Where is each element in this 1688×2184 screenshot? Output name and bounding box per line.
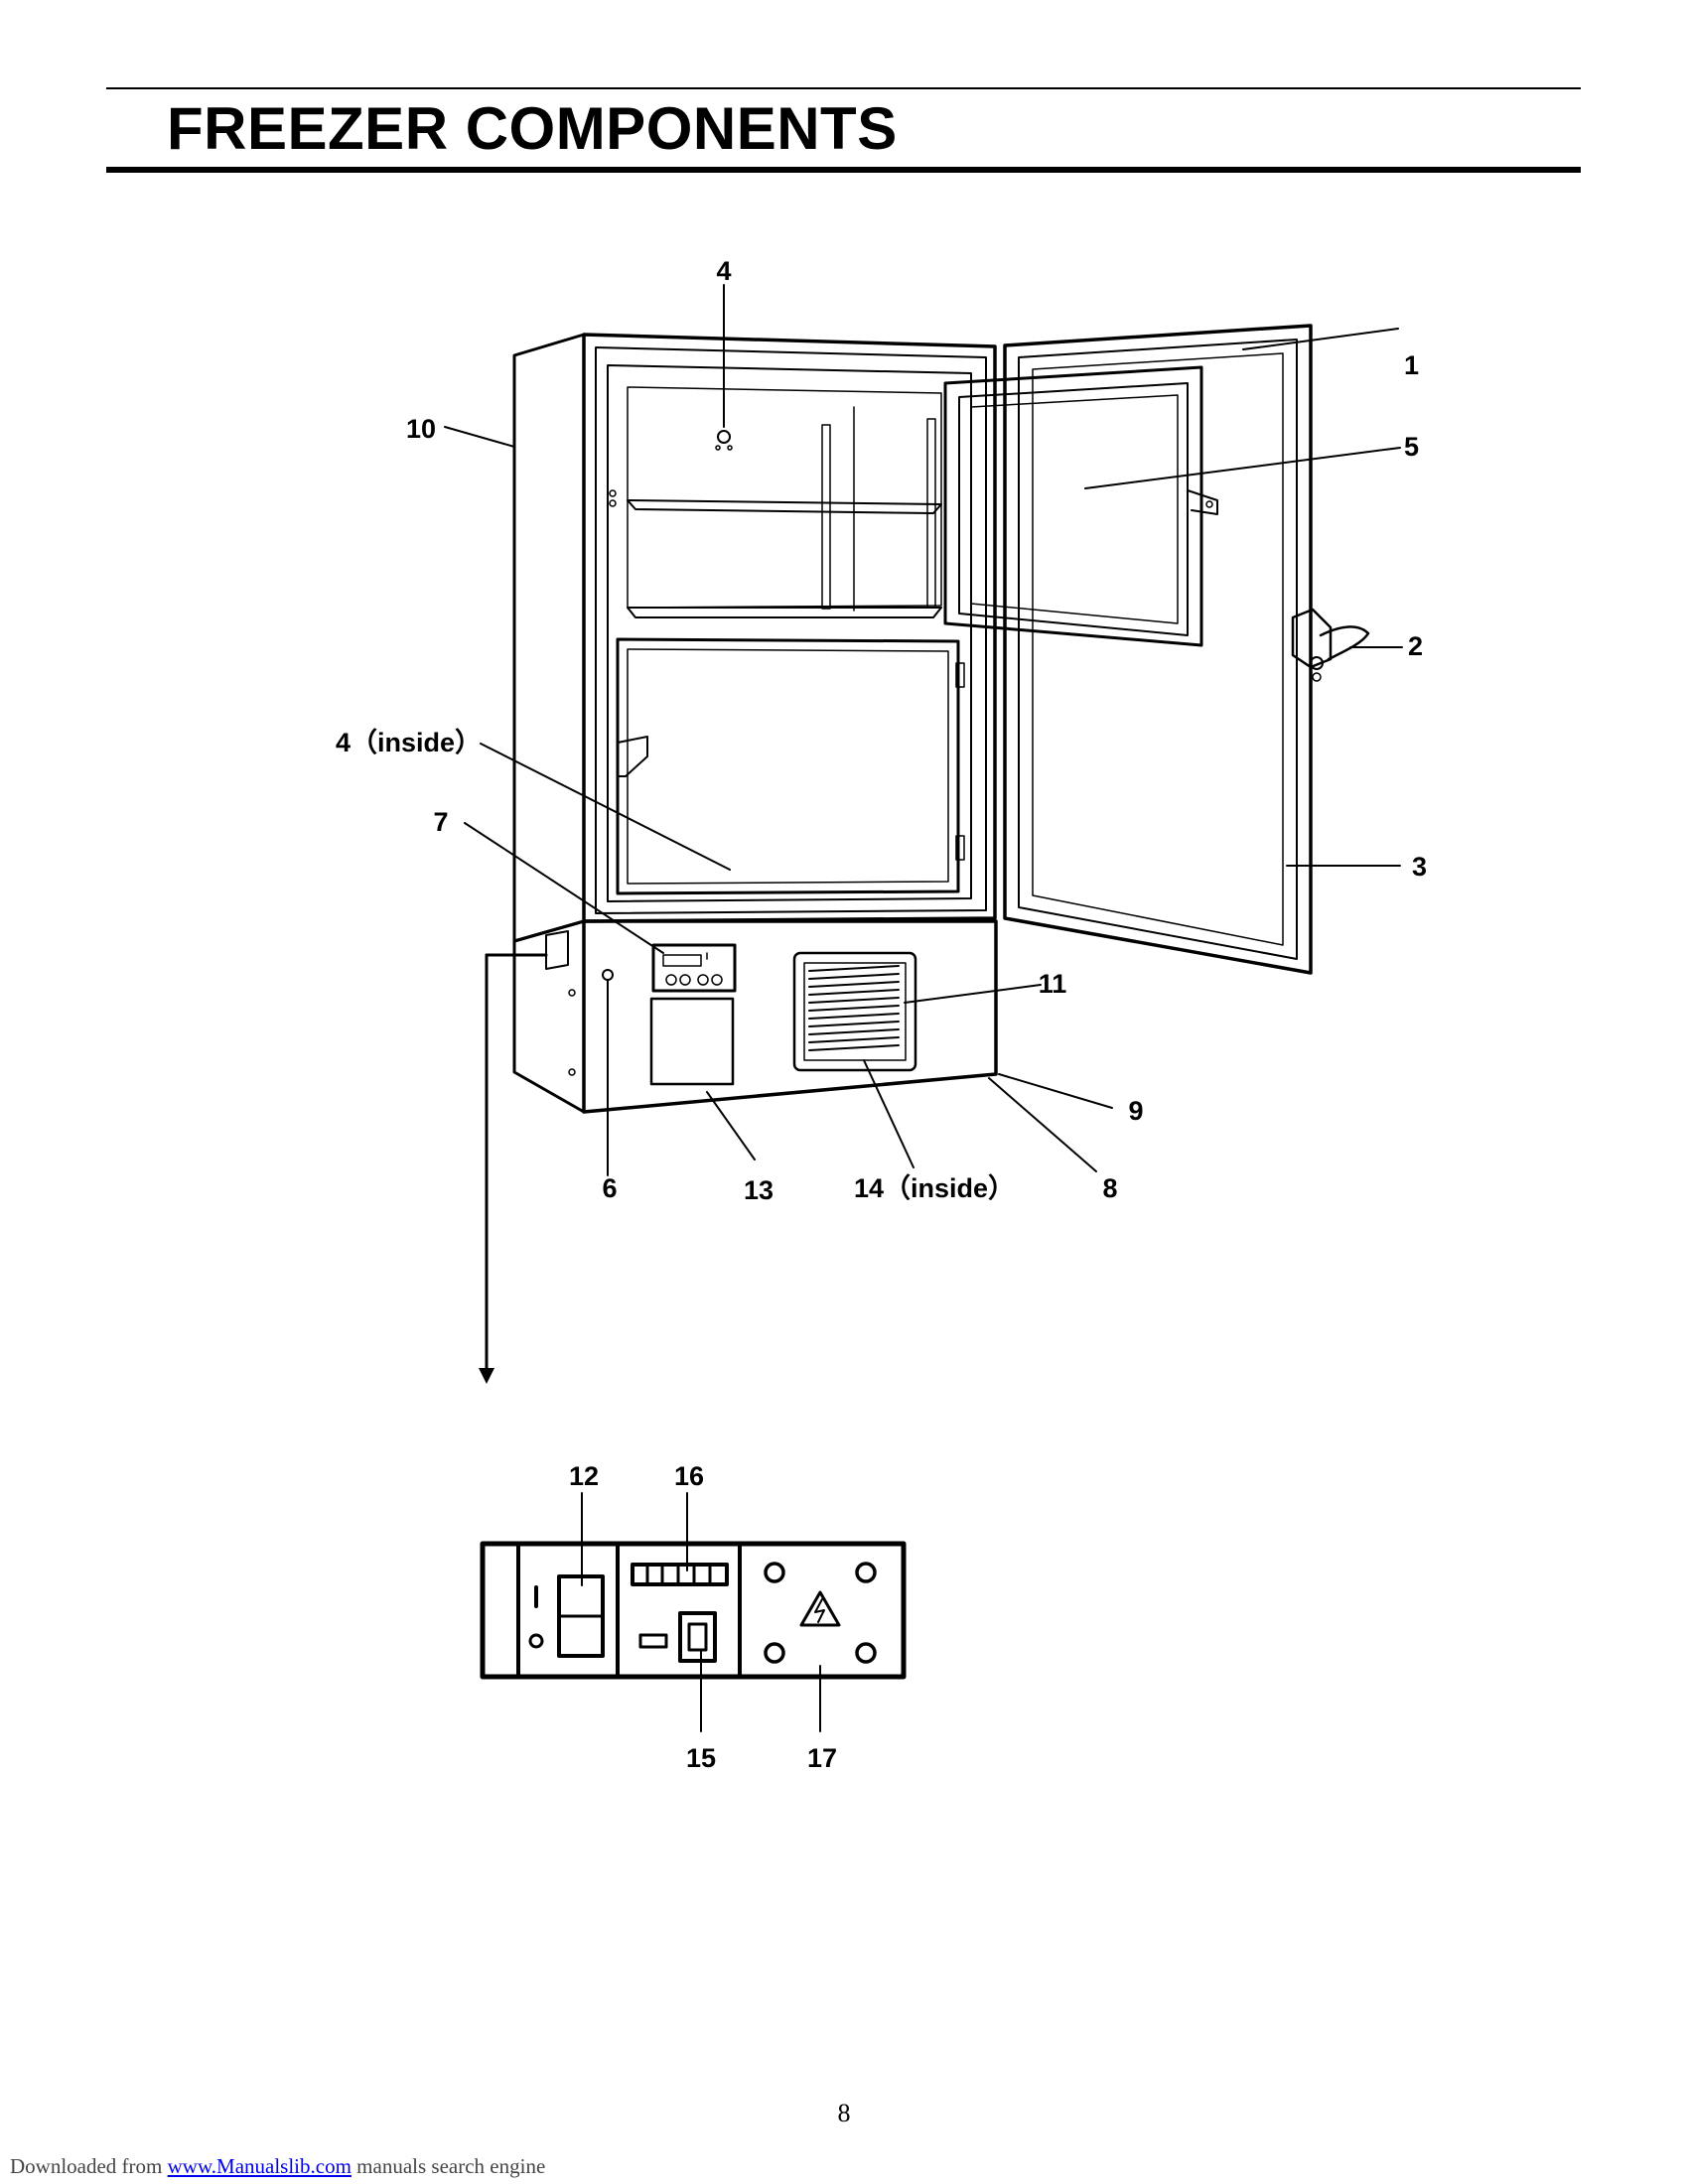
callout-17: 17 [807, 1743, 837, 1773]
callout-8: 8 [1102, 1173, 1117, 1203]
download-footer: Downloaded from www.Manualslib.com manua… [10, 2154, 545, 2179]
side-panel-detail [480, 1492, 907, 1732]
callout-4-inside: 4（inside） [336, 728, 482, 757]
callout-15: 15 [686, 1743, 716, 1773]
callout-1: 1 [1404, 350, 1419, 380]
outer-door-drawing [1003, 324, 1370, 975]
callout-3: 3 [1412, 852, 1427, 882]
callout-10: 10 [406, 414, 436, 444]
detail-arrow [485, 953, 548, 1372]
footer-prefix: Downloaded from [10, 2154, 163, 2178]
callout-11: 11 [1039, 969, 1067, 999]
callout-16: 16 [674, 1461, 704, 1491]
leader-lines [444, 284, 1403, 1176]
title-bottom-rule [106, 167, 1581, 173]
base-drawing [512, 919, 998, 1114]
cabinet-drawing [512, 333, 997, 943]
callout-14-inside: 14（inside） [854, 1173, 1015, 1203]
callout-12: 12 [569, 1461, 599, 1491]
page-number: 8 [837, 2099, 851, 2127]
page-title: FREEZER COMPONENTS [167, 95, 898, 162]
manualslib-link[interactable]: www.Manualslib.com [167, 2154, 352, 2178]
callout-5: 5 [1404, 432, 1419, 462]
callout-2: 2 [1408, 631, 1423, 661]
title-top-rule [106, 87, 1581, 89]
footer-suffix: manuals search engine [356, 2154, 546, 2178]
callout-4: 4 [716, 256, 731, 286]
callout-13: 13 [744, 1175, 774, 1205]
callout-6: 6 [602, 1173, 617, 1203]
callout-7: 7 [433, 807, 448, 837]
upper-inner-door-drawing [943, 365, 1218, 647]
callout-9: 9 [1128, 1096, 1143, 1126]
